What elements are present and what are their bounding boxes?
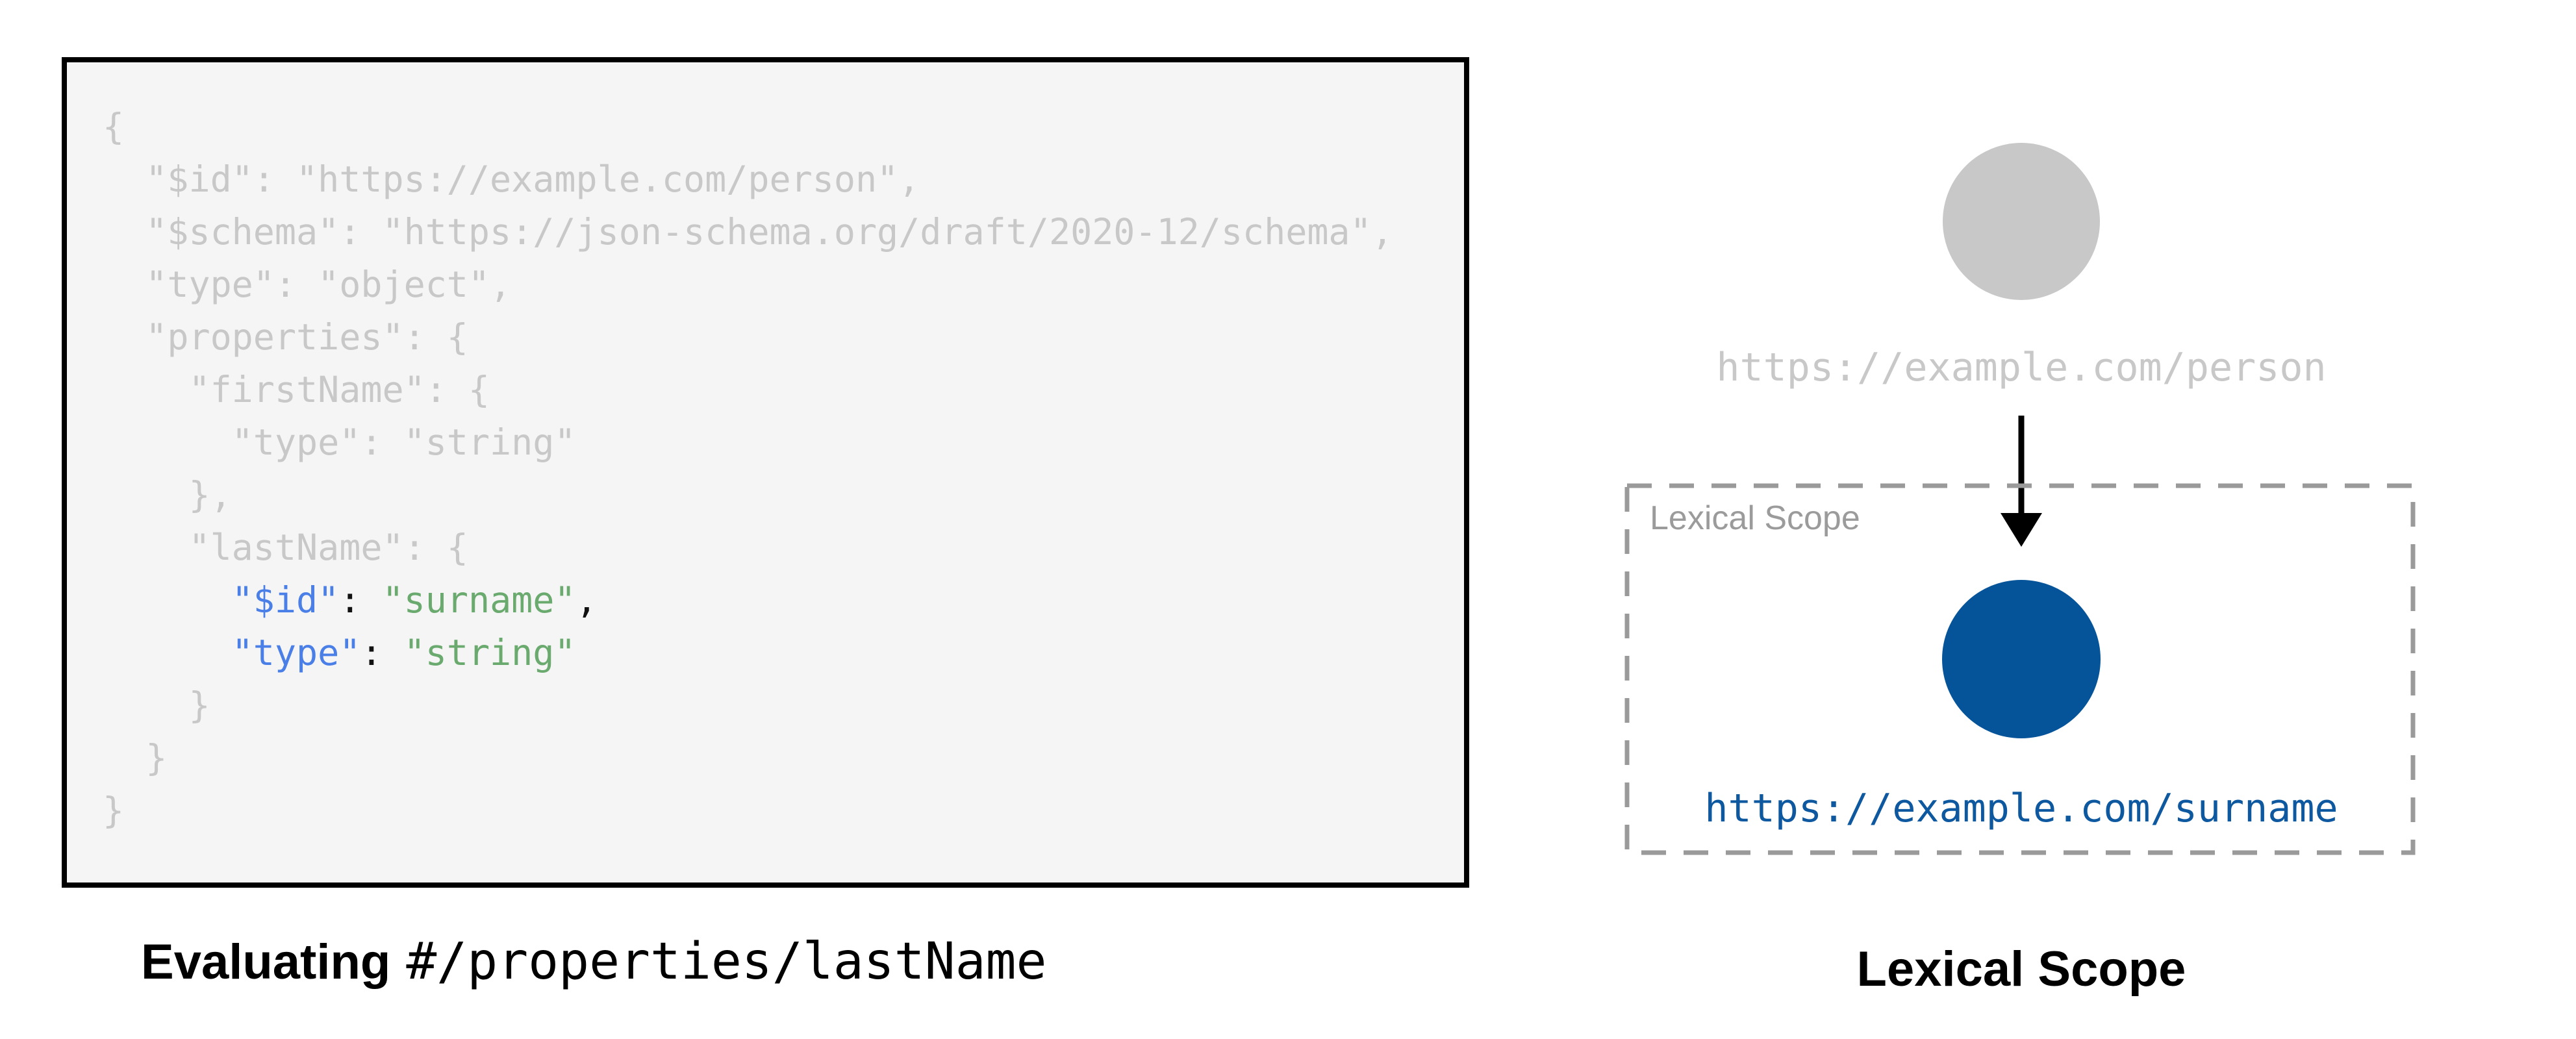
code-token-comma: , bbox=[575, 579, 598, 621]
code-token-string: "string" bbox=[403, 632, 576, 673]
code-line: }, bbox=[103, 474, 232, 516]
code-line: "$id": "https://example.com/person", bbox=[103, 158, 920, 200]
left-caption: Evaluating #/properties/lastName bbox=[141, 933, 1046, 991]
json-schema-code: { "$id": "https://example.com/person", "… bbox=[103, 101, 1393, 837]
code-line-highlight-type: "type": "string" bbox=[103, 627, 1393, 679]
reference-arrow-head bbox=[2001, 513, 2042, 547]
code-line: "properties": { bbox=[103, 316, 468, 358]
person-node-circle bbox=[1943, 143, 2100, 300]
code-line-highlight-id: "$id": "surname", bbox=[103, 574, 1393, 627]
left-caption-bold: Evaluating bbox=[141, 934, 391, 990]
surname-node-circle bbox=[1942, 580, 2101, 738]
code-line: "type": "object", bbox=[103, 264, 512, 305]
right-caption: Lexical Scope bbox=[1856, 942, 2186, 997]
lexical-scope-box bbox=[1624, 483, 2416, 855]
code-line: "$schema": "https://json-schema.org/draf… bbox=[103, 211, 1393, 253]
code-line: { bbox=[103, 106, 125, 147]
code-line: } bbox=[103, 684, 210, 726]
code-token-key: "type" bbox=[231, 632, 361, 673]
json-schema-panel: { "$id": "https://example.com/person", "… bbox=[62, 57, 1469, 888]
surname-url-label: https://example.com/surname bbox=[1704, 786, 2338, 831]
code-token-key: "$id" bbox=[231, 579, 340, 621]
code-line: } bbox=[103, 790, 125, 831]
code-line: "type": "string" bbox=[103, 421, 576, 463]
code-line: } bbox=[103, 737, 168, 779]
person-url-label: https://example.com/person bbox=[1716, 345, 2327, 390]
code-line: "firstName": { bbox=[103, 369, 490, 410]
code-token-separator: : bbox=[339, 579, 383, 621]
code-line: "lastName": { bbox=[103, 527, 468, 568]
code-token-string: "surname" bbox=[382, 579, 576, 621]
code-token-separator: : bbox=[360, 632, 404, 673]
left-caption-pointer: #/properties/lastName bbox=[406, 933, 1047, 991]
lexical-scope-box-label: Lexical Scope bbox=[1650, 499, 1860, 537]
